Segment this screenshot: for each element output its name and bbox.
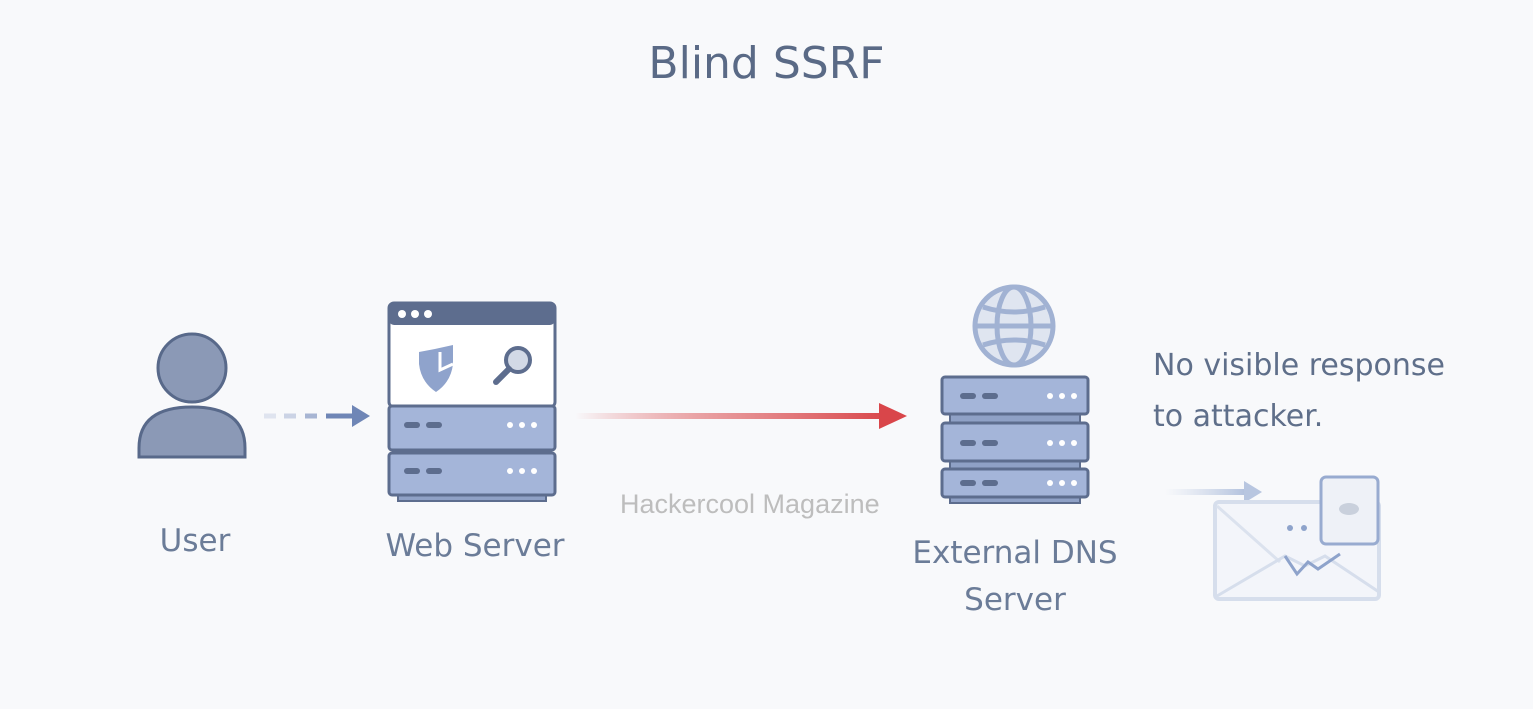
dns-label-line1: External DNS (912, 535, 1118, 571)
web-server-label: Web Server (385, 528, 565, 564)
shield-icon (419, 345, 453, 392)
web-server-icon (387, 301, 557, 502)
request-arrow (264, 405, 370, 427)
diagram-title: Blind SSRF (648, 38, 885, 89)
note-line1: No visible response (1153, 348, 1446, 383)
dns-label-line2: Server (964, 582, 1066, 618)
user-label: User (159, 523, 231, 559)
response-note: No visible response to attacker. (1153, 340, 1445, 442)
watermark: Hackercool Magazine (620, 489, 880, 519)
ssrf-request-arrow (575, 403, 907, 429)
dns-server-label: External DNS Server (880, 530, 1150, 624)
no-response-envelope-icon (1165, 475, 1381, 601)
user-icon (137, 332, 247, 459)
magnifier-icon (504, 346, 532, 374)
dns-server-icon (940, 284, 1090, 504)
globe-icon (972, 284, 1056, 368)
note-line2: to attacker. (1153, 399, 1324, 434)
